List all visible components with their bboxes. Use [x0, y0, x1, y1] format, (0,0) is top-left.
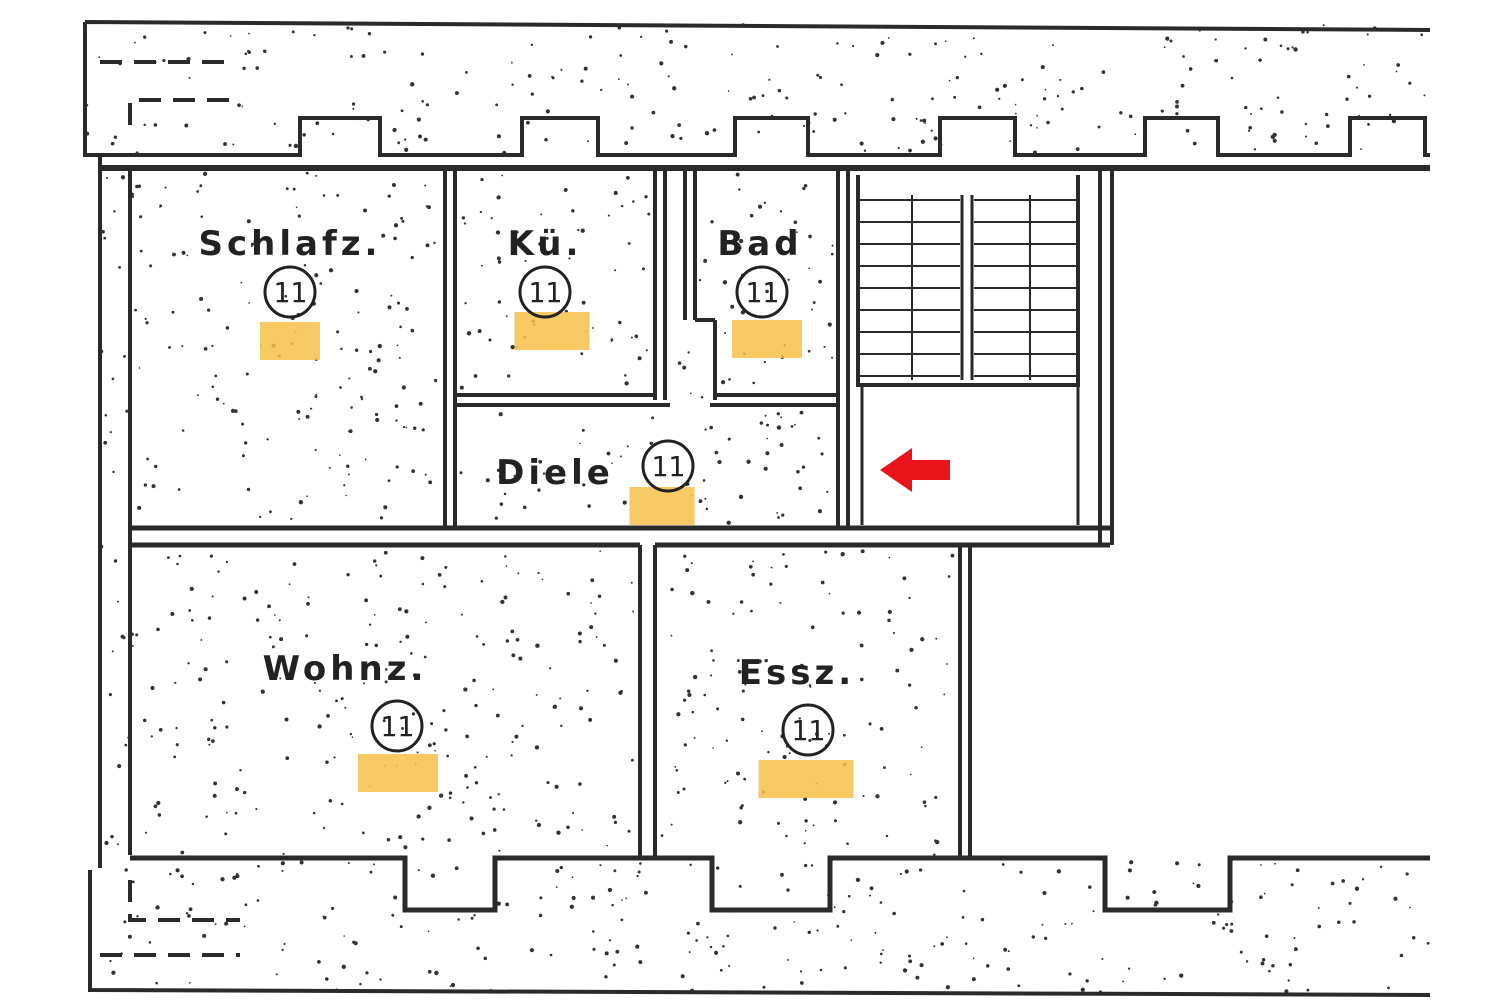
stair-treads — [860, 195, 1076, 380]
room-esszimmer: Essz. 11 — [739, 653, 855, 798]
highlight-marker — [732, 320, 802, 358]
stipple-texture — [83, 23, 1430, 994]
room-number-circle — [518, 265, 572, 319]
room-number-circle — [641, 439, 695, 493]
room-number: 11 — [380, 710, 414, 743]
highlight-marker — [629, 487, 695, 525]
room-kueche: Kü. 11 — [508, 224, 590, 350]
room-number: 11 — [745, 276, 779, 309]
room-label: Diele — [496, 453, 614, 493]
room-number-circle — [263, 265, 317, 319]
room-label: Bad — [717, 224, 802, 264]
room-label: Kü. — [508, 224, 583, 264]
highlight-marker — [260, 322, 320, 360]
room-number: 11 — [273, 276, 307, 309]
room-number-circle — [735, 265, 789, 319]
walls — [83, 20, 1431, 997]
room-bad: Bad 11 — [717, 224, 802, 358]
room-number: 11 — [791, 714, 825, 747]
room-number: 11 — [651, 450, 685, 483]
room-label: Essz. — [739, 653, 855, 693]
room-number-circle — [781, 703, 835, 757]
room-number-circle — [370, 699, 424, 753]
room-number: 11 — [528, 276, 562, 309]
highlight-marker — [358, 754, 438, 792]
highlight-marker — [758, 760, 854, 798]
room-label: Wohnz. — [263, 649, 428, 689]
room-schlafzimmer: Schlafz. 11 — [199, 224, 382, 360]
room-wohnzimmer: Wohnz. 11 — [263, 649, 438, 792]
room-diele: Diele 11 — [496, 439, 695, 525]
highlight-marker — [514, 312, 590, 350]
red-arrow-left-icon — [880, 448, 950, 492]
room-label: Schlafz. — [199, 224, 382, 264]
balcony-dashed-lines — [100, 60, 240, 957]
